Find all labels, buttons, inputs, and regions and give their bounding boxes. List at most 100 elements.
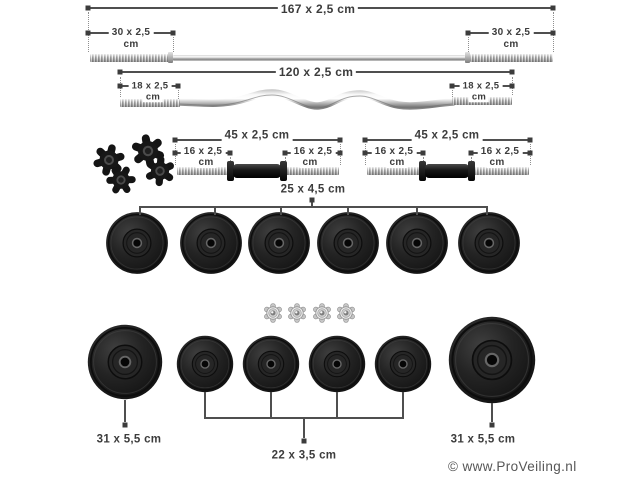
callout-drop — [347, 206, 349, 215]
dim-endpoint-square — [527, 150, 533, 156]
dim-endpoint-square — [175, 83, 181, 89]
dumbbell-right-grip-stop — [468, 161, 475, 181]
dim-endpoint-square — [527, 137, 533, 143]
plate-large-left-label: 31 x 5,5 cm — [93, 434, 165, 446]
extension-line — [452, 90, 453, 99]
callout-drop — [214, 206, 216, 215]
spinlock-nut — [263, 303, 283, 323]
dim-endpoint-square — [172, 137, 178, 143]
plates-medium-label: 25 x 4,5 cm — [277, 184, 349, 196]
straight-bar-total-label: 167 x 2,5 cm — [277, 3, 359, 15]
spinlock-nut — [287, 303, 307, 323]
straight-bar-right-end-unit: cm — [500, 40, 522, 50]
dim-endpoint-square — [301, 438, 307, 444]
callout-stem — [491, 403, 493, 422]
dim-endpoint-square — [550, 30, 556, 36]
dim-endpoint-square — [85, 30, 91, 36]
straight-bar-left-end-label: 30 x 2,5 — [108, 28, 154, 38]
callout-bracket-medium-plates — [139, 206, 488, 208]
dim-endpoint-square — [489, 422, 495, 428]
extension-line — [468, 37, 469, 52]
straight-bar-collar-ring — [168, 52, 173, 63]
dim-endpoint-square — [509, 83, 515, 89]
dumbbell-left-grip — [233, 164, 281, 178]
callout-drop — [402, 392, 404, 419]
dim-endpoint-square — [509, 69, 515, 75]
dim-endpoint-square — [337, 150, 343, 156]
weight-plate-small — [176, 335, 234, 393]
dumbbell-left-grip-left-unit: cm — [195, 158, 217, 168]
dim-endpoint-square — [465, 30, 471, 36]
callout-drop — [336, 392, 338, 419]
callout-stem — [311, 202, 313, 207]
dumbbell-right-grip-left-label: 16 x 2,5 — [371, 147, 417, 157]
callout-stem — [303, 417, 305, 438]
curl-bar-right-end-unit: cm — [468, 92, 490, 102]
dim-endpoint-square — [449, 83, 455, 89]
extension-line — [178, 90, 179, 101]
spinlock-nut — [312, 303, 332, 323]
dim-endpoint-square — [309, 197, 315, 203]
callout-drop — [270, 392, 272, 419]
dumbbell-right-grip-right-label: 16 x 2,5 — [477, 147, 523, 157]
dim-endpoint-square — [468, 150, 474, 156]
weight-plate-small — [308, 335, 366, 393]
callout-drop — [139, 206, 141, 215]
weight-plate-small — [374, 335, 432, 393]
dim-endpoint-square — [117, 83, 123, 89]
dim-endpoint-square — [227, 150, 233, 156]
dim-endpoint-square — [122, 422, 128, 428]
dumbbell-left-grip-left-label: 16 x 2,5 — [180, 147, 226, 157]
curl-bar-left-thread — [120, 99, 180, 107]
straight-bar-right-sleeve — [470, 54, 553, 62]
plate-large-right-label: 31 x 5,5 cm — [447, 434, 519, 446]
straight-bar-collar-ring — [465, 52, 470, 63]
weight-plate-large-left — [86, 323, 164, 401]
straight-bar-left-sleeve — [90, 54, 170, 62]
dim-endpoint-square — [117, 69, 123, 75]
spinlock-nut — [336, 303, 356, 323]
dumbbell-right-grip — [425, 164, 469, 178]
dim-endpoint-square — [420, 150, 426, 156]
curl-bar-right-end-label: 18 x 2,5 — [459, 81, 503, 91]
weight-plate-small — [242, 335, 300, 393]
callout-drop — [204, 392, 206, 419]
dim-endpoint-square — [362, 150, 368, 156]
weight-plate-medium — [105, 211, 169, 275]
callout-drop — [416, 206, 418, 215]
dim-endpoint-square — [172, 150, 178, 156]
straight-bar-shaft — [173, 55, 465, 61]
dim-endpoint-square — [170, 30, 176, 36]
dumbbell-right-total-label: 45 x 2,5 cm — [411, 130, 483, 142]
ez-curl-bar — [176, 89, 457, 110]
dim-endpoint-square — [550, 5, 556, 11]
dumbbell-right-grip-left-unit: cm — [386, 158, 408, 168]
dumbbell-left-grip-right-unit: cm — [299, 158, 321, 168]
dim-endpoint-square — [337, 137, 343, 143]
plates-small-label: 22 x 3,5 cm — [268, 450, 340, 462]
weight-plate-medium — [247, 211, 311, 275]
dim-endpoint-square — [282, 150, 288, 156]
weight-plate-medium — [179, 211, 243, 275]
callout-stem — [124, 400, 126, 422]
weight-plate-medium — [385, 211, 449, 275]
straight-bar-right-end-label: 30 x 2,5 — [488, 28, 534, 38]
dumbbell-left-grip-stop — [227, 161, 234, 181]
dumbbell-left-grip-stop — [280, 161, 287, 181]
straight-bar-left-end-unit: cm — [120, 40, 142, 50]
dim-endpoint-square — [85, 5, 91, 11]
weight-plate-medium — [316, 211, 380, 275]
dim-endpoint-square — [362, 137, 368, 143]
curl-bar-left-end-label: 18 x 2,5 — [128, 81, 172, 91]
curl-bar-total-label: 120 x 2,5 cm — [275, 66, 357, 78]
callout-drop — [486, 206, 488, 215]
watermark-text: © www.ProVeiling.nl — [448, 459, 577, 474]
weight-plate-large-right — [447, 315, 537, 405]
callout-drop — [280, 206, 282, 215]
extension-line — [173, 37, 174, 52]
dumbbell-left-grip-right-label: 16 x 2,5 — [290, 147, 336, 157]
dumbbell-right-grip-stop — [419, 161, 426, 181]
dumbbell-right-grip-right-unit: cm — [486, 158, 508, 168]
